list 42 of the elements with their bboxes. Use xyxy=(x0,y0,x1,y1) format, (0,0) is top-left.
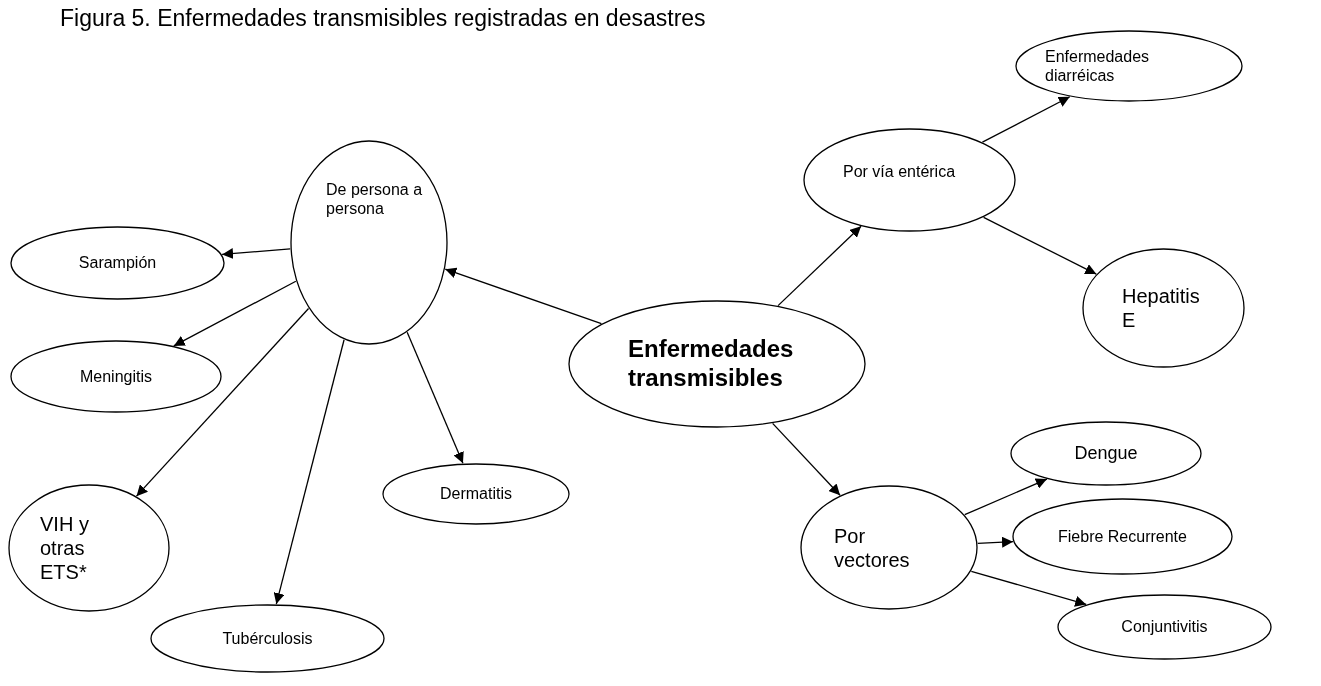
arrow xyxy=(221,248,291,260)
arrow xyxy=(970,570,1087,607)
ellipse-node xyxy=(1015,30,1243,102)
arrow xyxy=(173,280,297,347)
node-label: Enfermedades diarréicas xyxy=(1045,46,1151,86)
node-label: Dermatitis xyxy=(440,484,512,504)
node-label: Enfermedades transmisibles xyxy=(628,335,795,393)
arrow xyxy=(977,536,1014,548)
arrow xyxy=(406,331,464,464)
ellipse-node xyxy=(568,300,866,428)
ellipse-node xyxy=(803,128,1016,232)
node-label: Sarampión xyxy=(78,253,157,273)
arrow xyxy=(273,339,345,605)
node-label: Meningitis xyxy=(80,366,152,387)
node-label: Por vía entérica xyxy=(843,162,956,182)
ellipse-node xyxy=(150,604,385,673)
node-label: VIH y otras ETS* xyxy=(40,512,90,584)
node-label: Hepatitis E xyxy=(1122,284,1201,332)
arrow xyxy=(982,216,1097,275)
arrow xyxy=(135,307,310,497)
arrow xyxy=(777,225,862,307)
ellipse-node xyxy=(8,484,170,612)
ellipse-node xyxy=(800,485,978,610)
ellipse-node xyxy=(382,463,570,525)
figure-title: Figura 5. Enfermedades transmisibles registradas en desastres xyxy=(60,4,707,33)
node-label: Fiebre Recurrente xyxy=(1058,526,1187,547)
arrow xyxy=(444,267,603,325)
ellipse-node xyxy=(1057,594,1272,660)
ellipse-node xyxy=(10,226,225,300)
node-label: De persona a persona xyxy=(326,180,424,219)
node-label: Dengue xyxy=(1074,442,1138,465)
ellipse-node xyxy=(290,140,448,345)
ellipse-node xyxy=(1082,248,1245,368)
arrow xyxy=(772,422,841,496)
ellipse-node xyxy=(1010,421,1202,486)
node-label: Conjuntivitis xyxy=(1121,617,1208,637)
arrow xyxy=(981,96,1071,143)
ellipse-node xyxy=(1012,498,1233,575)
node-label: Tubérculosis xyxy=(222,628,313,649)
ellipse-node xyxy=(10,340,222,413)
node-label: Por vectores xyxy=(834,523,911,572)
arrow xyxy=(964,478,1048,516)
